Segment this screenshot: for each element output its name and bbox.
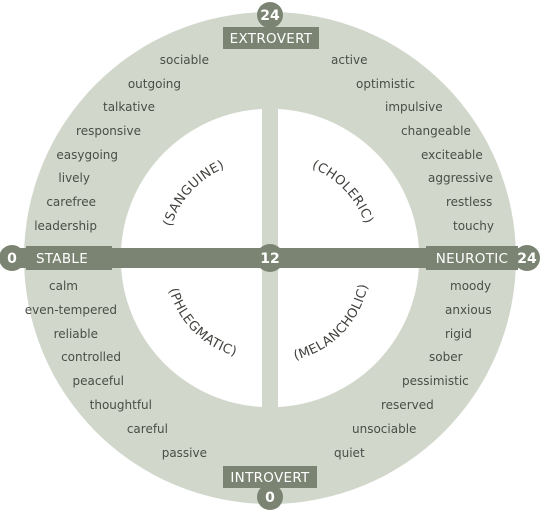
trait-label: outgoing [128,77,181,91]
trait-label: talkative [103,100,155,114]
trait-label: careful [127,422,168,436]
introvert-label: INTROVERT [230,470,310,486]
left-value: 0 [7,251,17,267]
trait-label: easygoing [56,148,118,162]
bottom-value: 0 [265,490,275,506]
quadrant-sanguine [121,109,262,250]
extrovert-label: EXTROVERT [230,31,313,47]
top-value: 24 [260,8,280,24]
trait-label: exciteable [421,148,483,162]
trait-label: aggressive [428,171,493,185]
trait-label: unsociable [352,422,416,436]
traits-bottom-left: calm even-tempered reliable controlled p… [25,279,207,460]
quadrant-choleric [278,109,419,250]
trait-label: lively [58,171,90,185]
right-value-circle [514,245,540,271]
trait-label: optimistic [356,77,415,91]
trait-label: anxious [445,303,492,317]
trait-label: pessimistic [402,374,469,388]
stable-label-box [26,246,112,270]
trait-label: restless [446,195,492,209]
trait-label: even-tempered [25,303,117,317]
traits-top-left: sociable outgoing talkative responsive e… [34,53,209,233]
stable-label: STABLE [36,251,88,267]
traits-top-right: active optimistic impulsive changeable e… [331,53,494,233]
trait-label: changeable [401,124,471,138]
trait-label: responsive [76,124,141,138]
trait-label: quiet [334,446,365,460]
neurotic-label: NEUROTIC [436,251,509,267]
trait-label: active [331,53,367,67]
right-value: 24 [517,251,537,267]
trait-label: peaceful [73,374,125,388]
trait-label: touchy [453,219,494,233]
trait-label: calm [49,279,78,293]
left-value-circle [0,245,25,271]
trait-label: impulsive [385,100,443,114]
trait-label: rigid [445,327,472,341]
trait-label: controlled [61,350,121,364]
center-value: 12 [260,251,279,267]
trait-label: moody [450,279,491,293]
trait-label: leadership [34,219,97,233]
top-value-circle [257,2,283,28]
traits-bottom-right: moody anxious rigid sober pessimistic re… [334,279,492,460]
trait-label: sociable [160,53,209,67]
trait-label: thoughtful [90,398,152,412]
quadrant-phlegmatic [121,266,262,407]
trait-label: reserved [381,398,434,412]
center-value-circle [256,244,284,272]
trait-label: sober [429,350,463,364]
quadrant-melancholic [278,266,419,407]
neurotic-label-box [426,246,518,270]
introvert-label-box [223,466,317,488]
extrovert-label-box [223,27,319,49]
bottom-value-circle [257,484,283,510]
trait-label: passive [162,446,207,460]
trait-label: reliable [54,327,98,341]
trait-label: carefree [46,195,96,209]
